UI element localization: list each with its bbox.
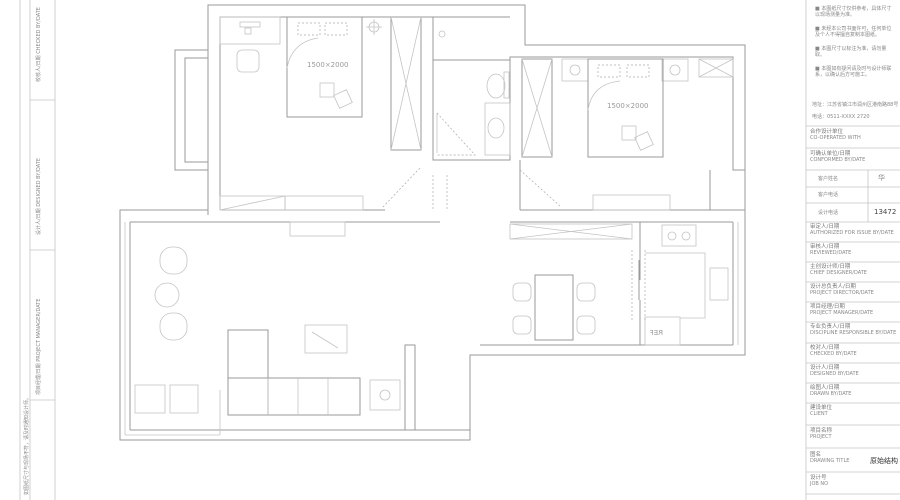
client-name-value: 华 — [878, 174, 885, 182]
stove-icon — [661, 224, 697, 247]
phone: 电话：0511-XXXX 2720 — [812, 114, 870, 120]
row-label-cn: 图名 — [810, 452, 822, 458]
row-label-en: PROJECT MANAGER/DATE — [810, 310, 874, 316]
sofa — [227, 377, 361, 416]
designer-phone-label: 设计电话 — [818, 210, 839, 216]
row-label-cn: 主创设计师/日期 — [810, 264, 851, 270]
row-label-cn: 项目名称 — [810, 428, 833, 434]
row-label-en: JOB NO — [810, 481, 829, 487]
shower-icon — [438, 30, 446, 38]
row-value: 原始结构 — [870, 457, 898, 465]
left-strip-note: 如图纸尺寸与现场不符，请及时通知设计师。 — [24, 394, 30, 495]
note-item: ■ 未经本公司书面许可，任何单位及个人不得擅自复制本图纸。 — [815, 26, 892, 38]
coffee-table — [304, 324, 348, 354]
wardrobe-2 — [521, 58, 553, 158]
kitchen-sink — [709, 267, 729, 301]
client-phone-label: 客户电话 — [818, 192, 839, 198]
row-label-cn: 校对人/日期 — [810, 345, 840, 351]
client-name-label: 客户姓名 — [818, 176, 839, 182]
dining-table — [534, 274, 574, 341]
row-label-en: AUTHORIZED FOR ISSUE BY/DATE — [810, 230, 894, 236]
living-room — [134, 223, 633, 435]
row-label-cn: 项目经理/日期 — [810, 304, 845, 310]
row-label-cn: 设计号 — [810, 475, 827, 481]
note-item: ■ 本图尺寸以标注为准，请勿量取。 — [815, 46, 887, 58]
left-strip-cell-3: 项目经理/日期 PROJECT MANAGER/DATE — [36, 298, 42, 395]
toilet-icon — [486, 73, 506, 99]
row-label-en: DRAWING TITLE — [810, 458, 850, 464]
row-label-cn: 审核人/日期 — [810, 244, 840, 250]
chair-icon — [236, 49, 260, 73]
row-label-en: CHIEF DESIGNER/DATE — [810, 270, 867, 276]
bathroom — [432, 30, 511, 210]
bed-size-second: 1500×2000 — [607, 102, 649, 110]
row-label-cn: 设计总负责人/日期 — [810, 284, 856, 290]
left-strip-cell-2: 设计人/日期 DESIGNED BY/DATE — [36, 157, 42, 235]
wardrobe — [390, 16, 422, 151]
row-label-en: CLIENT — [810, 411, 828, 417]
row-label-cn: 设计人/日期 — [810, 365, 840, 371]
walls — [119, 4, 746, 441]
row-label-cn: 专业负责人/日期 — [810, 324, 851, 330]
second-bedroom — [519, 58, 734, 211]
address: 地址：江苏省镇江市润州区港南路88号 — [812, 102, 899, 108]
row-label-en: REVIEWED/DATE — [810, 250, 852, 256]
row-label-en: PROJECT — [810, 434, 832, 440]
left-strip-cell-1: 校核人/日期 CHECKED BY/DATE — [36, 7, 42, 82]
sink-icon — [487, 117, 505, 139]
note-item: ■ 本图如有疑问请及时与设计师联系，以确认后方可施工。 — [815, 66, 892, 78]
row-label-en: DRAWN BY/DATE — [810, 391, 852, 397]
title-block-frame — [805, 0, 900, 500]
row-label-cn: 绘图人/日期 — [810, 385, 840, 391]
row-label-en: CHECKED BY/DATE — [810, 351, 857, 357]
master-bedroom — [219, 16, 422, 237]
bed-size-master: 1500×2000 — [307, 61, 349, 69]
tv-cabinet — [404, 344, 416, 431]
left-frame — [19, 0, 56, 500]
row-label-en: PROJECT DIRECTOR/DATE — [810, 290, 874, 296]
row-label-en: DISCIPLINE RESPONSIBLE BY/DATE — [810, 330, 897, 336]
dining-kitchen: REF — [512, 222, 739, 346]
row-label-en: DESIGNED BY/DATE — [810, 371, 859, 377]
row-label-cn: 审定人/日期 — [810, 224, 840, 230]
note-item: ■ 本图纸尺寸仅供参考，具体尺寸以现场测量为准。 — [815, 6, 892, 18]
fridge — [644, 316, 681, 346]
notes-list: ■ 本图纸尺寸仅供参考，具体尺寸以现场测量为准。 ■ 未经本公司书面许可，任何单… — [815, 6, 895, 78]
row-label-cn: 建设单位 — [810, 405, 833, 411]
designer-phone-value: 13472 — [874, 208, 897, 216]
fridge-label: REF — [650, 329, 663, 337]
